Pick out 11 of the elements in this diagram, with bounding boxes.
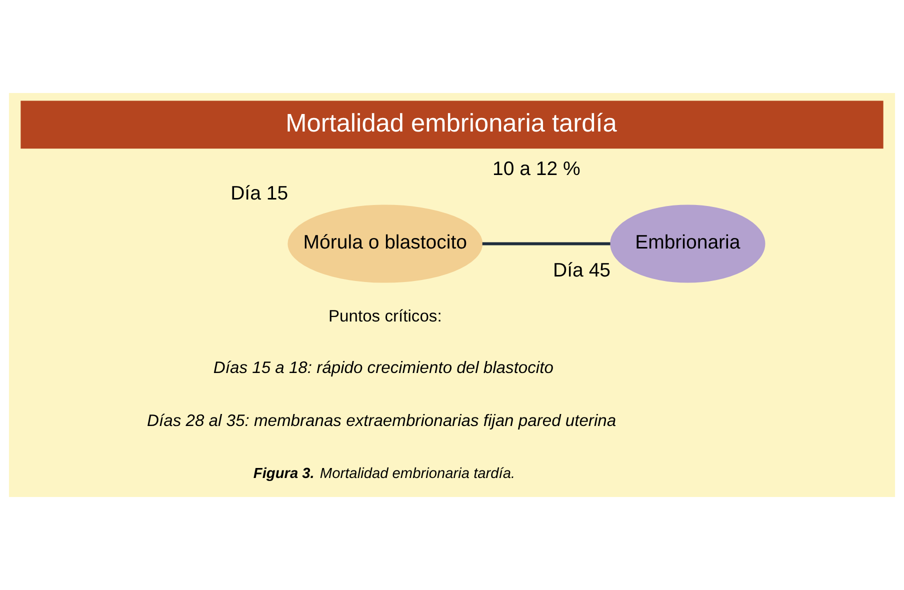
node-label: Día 15 <box>230 182 288 204</box>
label: Puntos críticos: <box>328 306 442 326</box>
label: 10 a 12 % <box>492 158 580 180</box>
node-ellipse: Mórula o blastocito <box>288 204 483 283</box>
diagram-title: Mortalidad embrionaria tardía <box>286 109 617 138</box>
connector <box>482 242 610 246</box>
node-label: Día 45 <box>553 259 611 282</box>
label: Días 28 al 35: membranas extraembrionarias fijan pared uterina <box>147 410 616 430</box>
caption: Figura 3. Mortalidad embrionaria tardía. <box>253 466 516 482</box>
label: Días 15 a 18: rápido crecimiento del blastocito <box>213 358 554 378</box>
node-ellipse: Embrionaria <box>610 204 766 283</box>
